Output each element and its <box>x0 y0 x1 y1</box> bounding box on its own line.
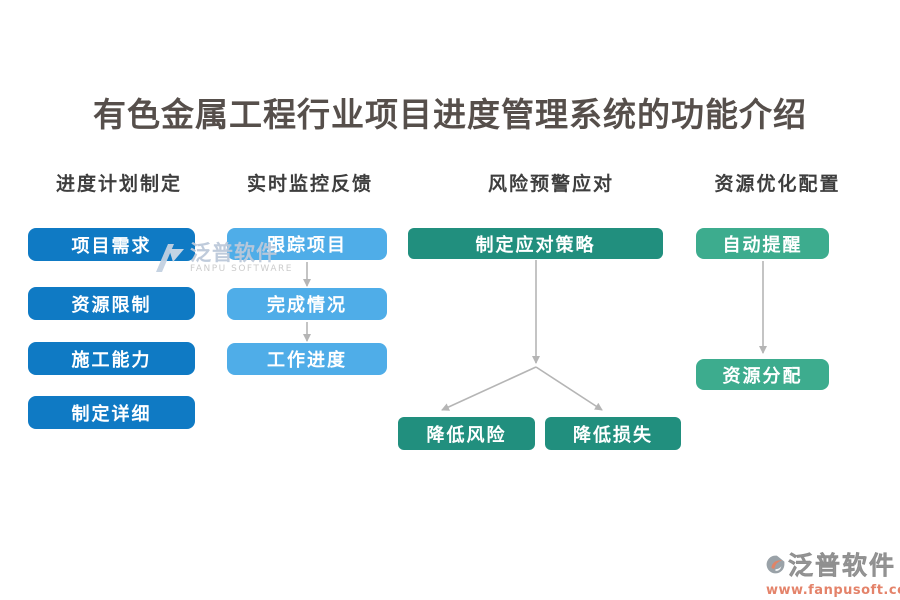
node-project-requirements: 项目需求 <box>28 228 195 261</box>
node-resource-constraints: 资源限制 <box>28 287 195 320</box>
node-track-project: 跟踪项目 <box>227 228 387 260</box>
column-header-schedule-planning: 进度计划制定 <box>55 173 182 195</box>
node-completion-status: 完成情况 <box>227 288 387 320</box>
node-reduce-risk: 降低风险 <box>398 417 535 450</box>
column-header-risk-warning: 风险预警应对 <box>487 173 614 195</box>
fanpu-logo-icon <box>766 554 785 573</box>
column-header-resource-optimization: 资源优化配置 <box>714 173 841 195</box>
node-resource-allocation: 资源分配 <box>696 359 829 390</box>
page-title: 有色金属工程行业项目进度管理系统的功能介绍 <box>93 95 807 134</box>
node-construction-capacity: 施工能力 <box>28 342 195 375</box>
arrow-strategy-to-reduce-loss <box>535 366 603 411</box>
node-detailed-planning: 制定详细 <box>28 396 195 429</box>
node-auto-reminder: 自动提醒 <box>696 228 829 259</box>
column-header-realtime-monitoring: 实时监控反馈 <box>246 173 373 195</box>
footer-logo: 泛普软件 www.fanpusoft.com <box>766 546 900 598</box>
arrow-strategy-to-reduce-risk <box>441 366 537 411</box>
node-work-progress: 工作进度 <box>227 343 387 375</box>
footer-brand: 泛普软件 <box>787 551 896 581</box>
node-response-strategy: 制定应对策略 <box>408 228 663 259</box>
footer-url: www.fanpusoft.com <box>766 583 900 598</box>
watermark-subtext: FANPU SOFTWARE <box>190 264 293 274</box>
node-reduce-loss: 降低损失 <box>545 417 681 450</box>
